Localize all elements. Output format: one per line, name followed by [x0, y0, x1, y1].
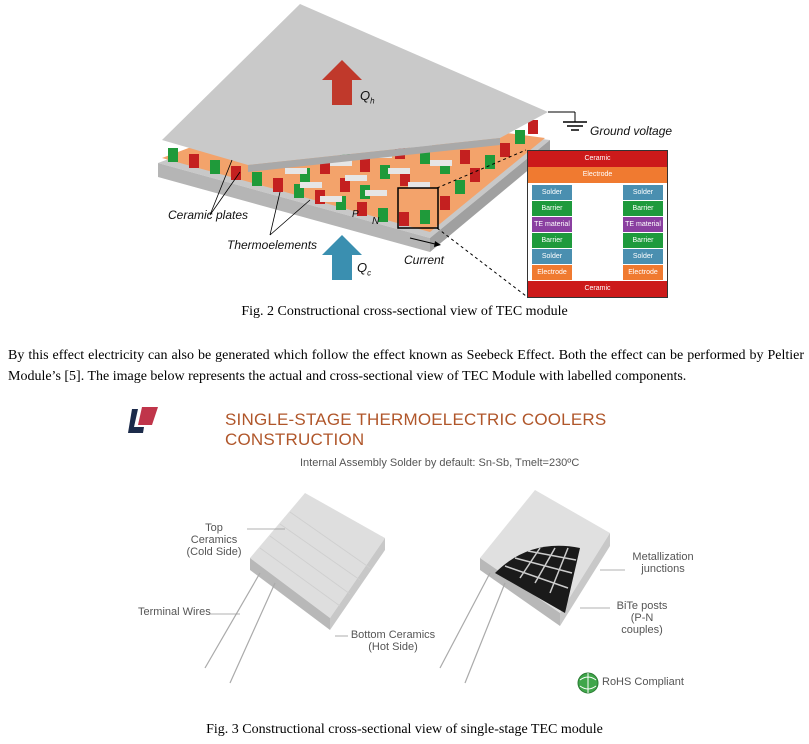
left-te-material-layer: TE material: [532, 217, 572, 232]
bite-posts-label: BiTe posts (P-N couples): [616, 600, 668, 636]
figure-3-title: SINGLE-STAGE THERMOELECTRIC COOLERS CONS…: [225, 410, 607, 449]
figure-3-caption: Fig. 3 Constructional cross-sectional vi…: [206, 722, 603, 737]
figure-2: Qh Qc Ground voltage Ceramic plates Ther…: [0, 0, 809, 300]
left-electrode-layer: Electrode: [532, 265, 572, 280]
figure-2-caption: Fig. 2 Constructional cross-sectional vi…: [241, 304, 568, 319]
bottom-ceramics-label: Bottom Ceramics (Hot Side): [350, 629, 436, 653]
left-barrier-layer: Barrier: [532, 201, 572, 216]
body-paragraph: By this effect electricity can also be g…: [8, 348, 804, 384]
metallization-label: Metallization junctions: [632, 551, 694, 575]
left-solder-layer-2: Solder: [532, 249, 572, 264]
tec-module-photos: [204, 490, 625, 694]
top-ceramic-layer: Ceramic: [528, 151, 667, 167]
right-barrier-layer: Barrier: [623, 201, 663, 216]
top-electrode-layer: Electrode: [528, 167, 667, 183]
right-barrier-layer-2: Barrier: [623, 233, 663, 248]
rohs-compliant-label: RoHS Compliant: [602, 676, 684, 688]
company-logo: [128, 407, 158, 433]
qc-label: Qc: [357, 260, 372, 278]
right-electrode-layer: Electrode: [623, 265, 663, 280]
p-label: P: [352, 209, 359, 220]
left-barrier-layer-2: Barrier: [532, 233, 572, 248]
heat-out-arrow: [322, 60, 362, 105]
terminal-wires-label: Terminal Wires: [138, 606, 211, 618]
n-label: N: [372, 216, 380, 227]
left-solder-layer: Solder: [532, 185, 572, 200]
current-label: Current: [404, 253, 445, 267]
right-te-material-layer: TE material: [623, 217, 663, 232]
top-ceramics-label: Top Ceramics (Cold Side): [186, 522, 242, 558]
right-solder-layer: Solder: [623, 185, 663, 200]
tec-module-diagram: [158, 4, 587, 297]
qh-label: Qh: [360, 88, 375, 106]
layer-stack-diagram: Ceramic Electrode Solder Barrier TE mate…: [527, 150, 668, 298]
heat-in-arrow: [322, 235, 362, 280]
figure-3: SINGLE-STAGE THERMOELECTRIC COOLERS CONS…: [110, 398, 710, 710]
ground-voltage-label: Ground voltage: [590, 124, 673, 138]
thermoelements-label: Thermoelements: [227, 238, 318, 252]
bottom-ceramic-layer: Ceramic: [528, 281, 667, 297]
figure-3-subtitle: Internal Assembly Solder by default: Sn-…: [300, 457, 580, 469]
ceramic-plates-label: Ceramic plates: [168, 208, 249, 222]
right-solder-layer-2: Solder: [623, 249, 663, 264]
